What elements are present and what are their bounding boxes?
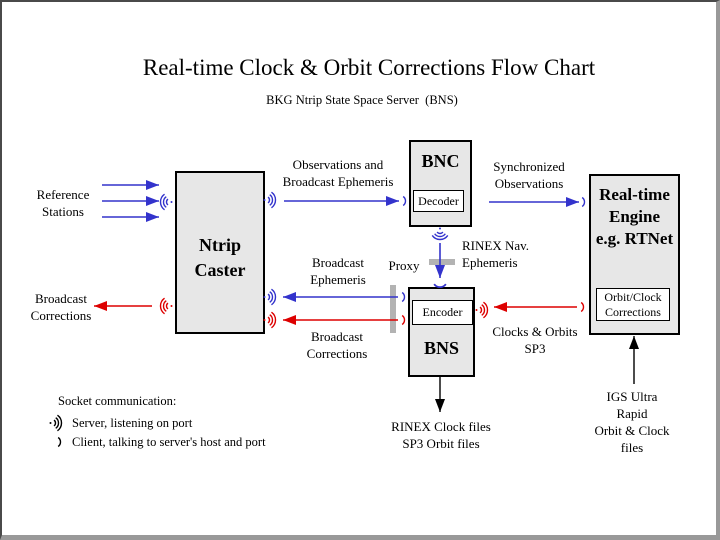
- server-socket-icon: [159, 297, 174, 315]
- server-socket-icon: [262, 311, 277, 329]
- page-subtitle: BKG Ntrip State Space Server (BNS): [266, 93, 458, 107]
- proxy-wall-vertical: [390, 285, 396, 333]
- client-socket-icon: [581, 196, 586, 208]
- node-ntrip-caster: Ntrip Caster: [175, 171, 265, 334]
- label-broadcast-corrections-mid: Broadcast Corrections: [306, 329, 368, 361]
- node-encoder: Encoder: [412, 300, 473, 325]
- page-title: Real-time Clock & Orbit Corrections Flow…: [142, 55, 596, 80]
- node-decoder: Decoder: [413, 190, 464, 212]
- realtime-engine-label: Real-time Engine e.g. RTNet: [595, 185, 674, 248]
- label-igs: IGS Ultra Rapid Orbit & Clock files: [594, 389, 670, 455]
- label-proxy: Proxy: [388, 258, 420, 273]
- proxy-wall-horizontal: [429, 259, 455, 265]
- label-reference-stations: Reference Stations: [36, 187, 90, 219]
- server-socket-icon: [262, 288, 277, 306]
- node-orbit-clock-corrections: Orbit/Clock Corrections: [596, 288, 670, 321]
- client-socket-icon: [580, 301, 585, 313]
- label-synchronized-observations: Synchronized Observations: [493, 159, 565, 191]
- legend-server-label: Server, listening on port: [72, 416, 193, 430]
- node-bnc: [409, 140, 472, 227]
- server-socket-icon: [159, 193, 174, 211]
- legend-title: Socket communication:: [58, 394, 177, 408]
- bnc-label: BNC: [421, 151, 460, 171]
- label-rinex-files: RINEX Clock files SP3 Orbit files: [391, 419, 491, 451]
- server-socket-legend-icon: [48, 414, 63, 432]
- client-socket-icon: [401, 314, 406, 326]
- label-rinex-nav: RINEX Nav. Ephemeris: [462, 238, 530, 270]
- server-socket-icon: [474, 301, 489, 319]
- server-socket-icon: [431, 226, 449, 241]
- server-socket-icon: [262, 191, 277, 209]
- label-broadcast-ephemeris: Broadcast Ephemeris: [310, 255, 366, 287]
- client-socket-icon: [401, 291, 406, 303]
- label-clocks-orbits: Clocks & Orbits SP3: [492, 324, 578, 356]
- label-broadcast-corrections-left: Broadcast Corrections: [30, 291, 92, 323]
- legend-client-label: Client, talking to server's host and por…: [72, 435, 266, 449]
- client-socket-icon: [402, 195, 407, 207]
- label-observations: Observations and Broadcast Ephemeris: [282, 157, 394, 189]
- client-socket-legend-icon: [57, 436, 62, 448]
- bns-label: BNS: [423, 338, 459, 358]
- ntrip-caster-label: Ntrip Caster: [194, 234, 246, 280]
